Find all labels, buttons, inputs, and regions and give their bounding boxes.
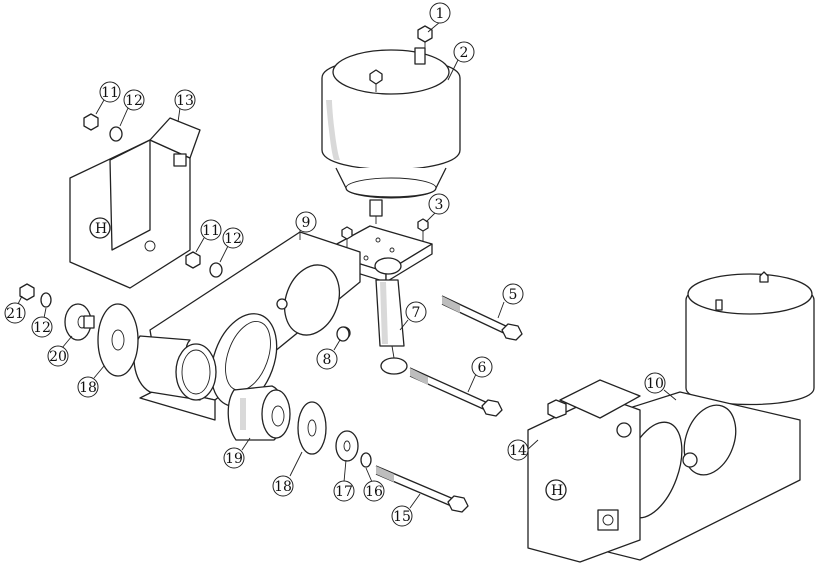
bushing bbox=[227, 385, 291, 441]
callout-18-left: 18 bbox=[77, 365, 105, 398]
callout-6: 6 bbox=[467, 356, 493, 393]
callout-10: 10 bbox=[644, 372, 677, 401]
callout-11-upper: 11 bbox=[95, 81, 121, 115]
hanger-bracket-left: H bbox=[69, 117, 201, 289]
washer-part-12-mid bbox=[209, 262, 223, 278]
spacer bbox=[336, 326, 350, 342]
callout-17: 17 bbox=[333, 459, 355, 502]
svg-text:12: 12 bbox=[224, 231, 242, 247]
washer-part-12-upper bbox=[109, 126, 123, 142]
nut-part-21 bbox=[19, 283, 35, 301]
callout-19: 19 bbox=[223, 437, 251, 469]
svg-text:19: 19 bbox=[225, 451, 243, 467]
bolt-part-5 bbox=[441, 295, 523, 341]
callout-1: 1 bbox=[427, 2, 451, 33]
trailing-arm bbox=[133, 231, 361, 421]
callout-12-left: 12 bbox=[31, 307, 53, 338]
air-spring-upper bbox=[321, 47, 461, 224]
lock-washer-16 bbox=[360, 452, 372, 468]
callout-15: 15 bbox=[391, 493, 421, 527]
eccentric-washer bbox=[64, 303, 95, 341]
svg-text:21: 21 bbox=[6, 306, 24, 322]
svg-text:10: 10 bbox=[646, 376, 664, 392]
assembled-suspension-unit: H bbox=[527, 271, 815, 563]
logo-left: H bbox=[95, 221, 107, 237]
callout-7: 7 bbox=[399, 301, 427, 331]
svg-text:8: 8 bbox=[323, 352, 332, 368]
nut-part-11-mid bbox=[185, 251, 201, 269]
callout-8: 8 bbox=[316, 339, 341, 370]
callout-21: 21 bbox=[4, 295, 26, 324]
callout-13: 13 bbox=[174, 89, 196, 123]
washer-large-left bbox=[97, 303, 139, 377]
svg-text:13: 13 bbox=[176, 93, 194, 109]
callout-14: 14 bbox=[507, 439, 539, 461]
svg-text:17: 17 bbox=[335, 484, 353, 500]
washer-17 bbox=[335, 430, 359, 462]
bolt-part-15 bbox=[375, 465, 469, 513]
svg-text:12: 12 bbox=[33, 320, 51, 336]
svg-text:11: 11 bbox=[202, 223, 220, 239]
svg-text:20: 20 bbox=[49, 349, 67, 365]
nut-part-1 bbox=[417, 25, 433, 48]
callout-18-right: 18 bbox=[272, 451, 303, 497]
svg-text:5: 5 bbox=[509, 287, 518, 303]
svg-text:3: 3 bbox=[435, 197, 444, 213]
svg-text:2: 2 bbox=[460, 45, 469, 61]
svg-text:9: 9 bbox=[302, 215, 311, 231]
callout-12-mid: 12 bbox=[219, 227, 244, 263]
svg-text:6: 6 bbox=[478, 360, 487, 376]
callout-20: 20 bbox=[47, 335, 73, 367]
callouts: 1 2 3 5 6 7 8 9 10 11 11 12 12 12 13 14 … bbox=[4, 2, 677, 527]
callout-2: 2 bbox=[447, 41, 475, 81]
washer-part-12-left bbox=[40, 292, 52, 308]
svg-text:1: 1 bbox=[436, 6, 445, 22]
callout-11-mid: 11 bbox=[195, 219, 222, 253]
callout-16: 16 bbox=[363, 467, 385, 502]
svg-text:15: 15 bbox=[393, 509, 411, 525]
logo-right: H bbox=[551, 483, 563, 499]
svg-text:14: 14 bbox=[509, 443, 527, 459]
svg-text:12: 12 bbox=[125, 93, 143, 109]
svg-text:18: 18 bbox=[274, 479, 292, 495]
svg-text:11: 11 bbox=[101, 85, 119, 101]
nut-part-11-upper bbox=[83, 113, 99, 131]
svg-text:18: 18 bbox=[79, 380, 97, 396]
callout-12-upper: 12 bbox=[119, 89, 145, 127]
svg-text:16: 16 bbox=[365, 484, 383, 500]
svg-text:7: 7 bbox=[412, 305, 421, 321]
callout-3: 3 bbox=[425, 193, 450, 223]
washer-large-right bbox=[297, 401, 327, 455]
shock-absorber bbox=[374, 257, 408, 375]
bolt-part-6 bbox=[409, 367, 503, 417]
callout-9: 9 bbox=[295, 211, 317, 240]
callout-5: 5 bbox=[497, 283, 524, 319]
